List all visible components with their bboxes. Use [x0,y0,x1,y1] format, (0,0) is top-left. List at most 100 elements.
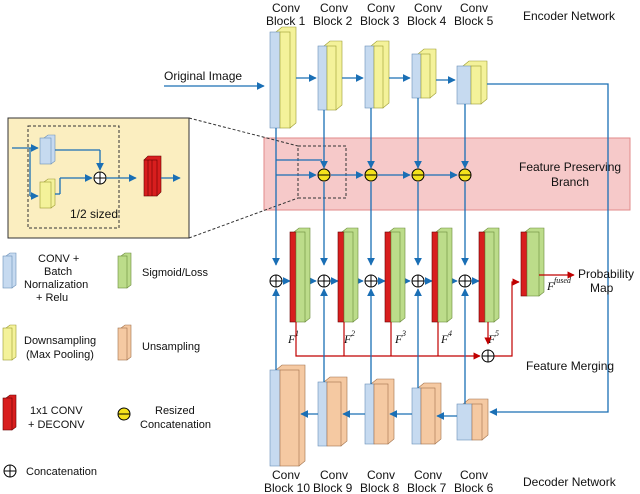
svg-text:CONV +: CONV + [38,253,79,265]
svg-text:Concatenation: Concatenation [140,419,211,431]
svg-text:5: 5 [495,329,499,338]
legend-sigmoid-swatch [117,252,132,289]
encoder-flow-arrows [296,74,456,84]
svg-text:Block 3: Block 3 [360,14,400,28]
svg-text:Unsampling: Unsampling [142,341,200,353]
encoder-network-title: Encoder Network [523,9,616,23]
svg-text:Downsampling: Downsampling [24,335,96,347]
side-output-1 [289,227,311,323]
legend-concat-icon [3,464,17,478]
fused-output [520,227,545,297]
input-label: Original Image [164,69,242,83]
zoom-line-top [188,117,299,147]
svg-text:F: F [546,279,555,293]
decoder-labels: Conv Block 10 Conv Block 9 Conv Block 8 … [264,468,494,494]
merge-concat-icon [481,349,495,363]
resized-concat-icon [458,168,472,182]
svg-text:(Max Pooling): (Max Pooling) [26,349,94,361]
inset-dashed-box [27,125,120,229]
svg-text:Block 6: Block 6 [454,481,494,494]
resized-concat-icon [411,168,425,182]
svg-text:1: 1 [295,329,299,338]
decoder-block-6 [456,398,489,441]
legend-up-swatch [117,324,132,361]
output-label-line1: Probability [578,267,634,281]
concat-icon [458,274,472,288]
zoom-line-bottom [188,197,299,239]
decoder-block-7 [411,382,442,445]
svg-text:F: F [440,332,449,346]
encoder-block-5 [456,60,488,105]
svg-text:Resized: Resized [155,405,195,417]
inset-contents [12,134,181,209]
svg-text:Conv: Conv [320,1,348,15]
side-output-2 [337,227,359,323]
svg-text:Batch: Batch [44,266,72,278]
svg-text:Block 2: Block 2 [313,14,353,28]
svg-text:3: 3 [401,329,406,338]
decoder-block-9 [317,376,348,447]
resized-concat-icon [364,168,378,182]
svg-text:+ Relu: + Relu [36,292,68,304]
svg-text:Conv: Conv [272,468,300,482]
feature-merging-lines [295,271,575,360]
concat-icon [269,274,283,288]
branch-label-line2: Branch [551,175,589,189]
side-output-4 [431,227,453,323]
side-output-5 [478,227,500,323]
branch-label-line1: Feature Preserving [519,160,621,174]
encoder-decoder-link [487,83,609,416]
svg-text:F: F [287,332,296,346]
svg-text:Conv: Conv [460,1,488,15]
svg-text:Block 10: Block 10 [264,481,310,494]
decoder-block-8 [364,378,395,445]
encoder-block-2 [317,40,343,111]
legend-conv-swatch [2,252,17,289]
decoder-network-title: Decoder Network [523,475,617,489]
concat-icon [411,274,425,288]
concat-icon [364,274,378,288]
svg-text:F: F [343,332,352,346]
svg-text:Nornalization: Nornalization [24,279,88,291]
svg-text:Conv: Conv [272,1,300,15]
svg-text:Block 1: Block 1 [266,14,306,28]
svg-text:Sigmoid/Loss: Sigmoid/Loss [142,267,209,279]
svg-text:Block 9: Block 9 [313,481,353,494]
legend-resized-icon [117,407,131,421]
resized-concat-symbols [317,168,472,182]
svg-text:F: F [394,332,403,346]
concat-icon [317,274,331,288]
encoder-vertical-arrows [272,98,469,266]
encoder-block-1 [269,26,297,129]
branch-flow-arrows [276,159,458,179]
svg-text:4: 4 [448,329,452,338]
svg-text:Conv: Conv [367,468,395,482]
encoder-labels: Conv Block 1 Conv Block 2 Conv Block 3 C… [266,1,494,28]
encoder-block-3 [364,40,390,109]
svg-text:1x1 CONV: 1x1 CONV [30,405,83,417]
svg-text:Conv: Conv [367,1,395,15]
svg-text:Conv: Conv [320,468,348,482]
svg-text:+ DECONV: + DECONV [28,419,85,431]
resized-concat-icon [317,168,331,182]
svg-text:Conv: Conv [414,1,442,15]
svg-text:Block 5: Block 5 [454,14,494,28]
svg-text:Conv: Conv [414,468,442,482]
output-label-line2: Map [590,281,614,295]
svg-text:Block 8: Block 8 [360,481,400,494]
svg-text:2: 2 [351,329,355,338]
decoder-flow-arrows [300,410,457,420]
legend: CONV + Batch Nornalization + Relu Sigmoi… [2,252,211,478]
concat-row [269,274,472,288]
svg-text:fused: fused [554,276,572,285]
legend-deconv-swatch [2,394,17,431]
svg-text:Block 7: Block 7 [407,481,447,494]
svg-text:Block 4: Block 4 [407,14,447,28]
encoder-block-4 [411,48,437,99]
